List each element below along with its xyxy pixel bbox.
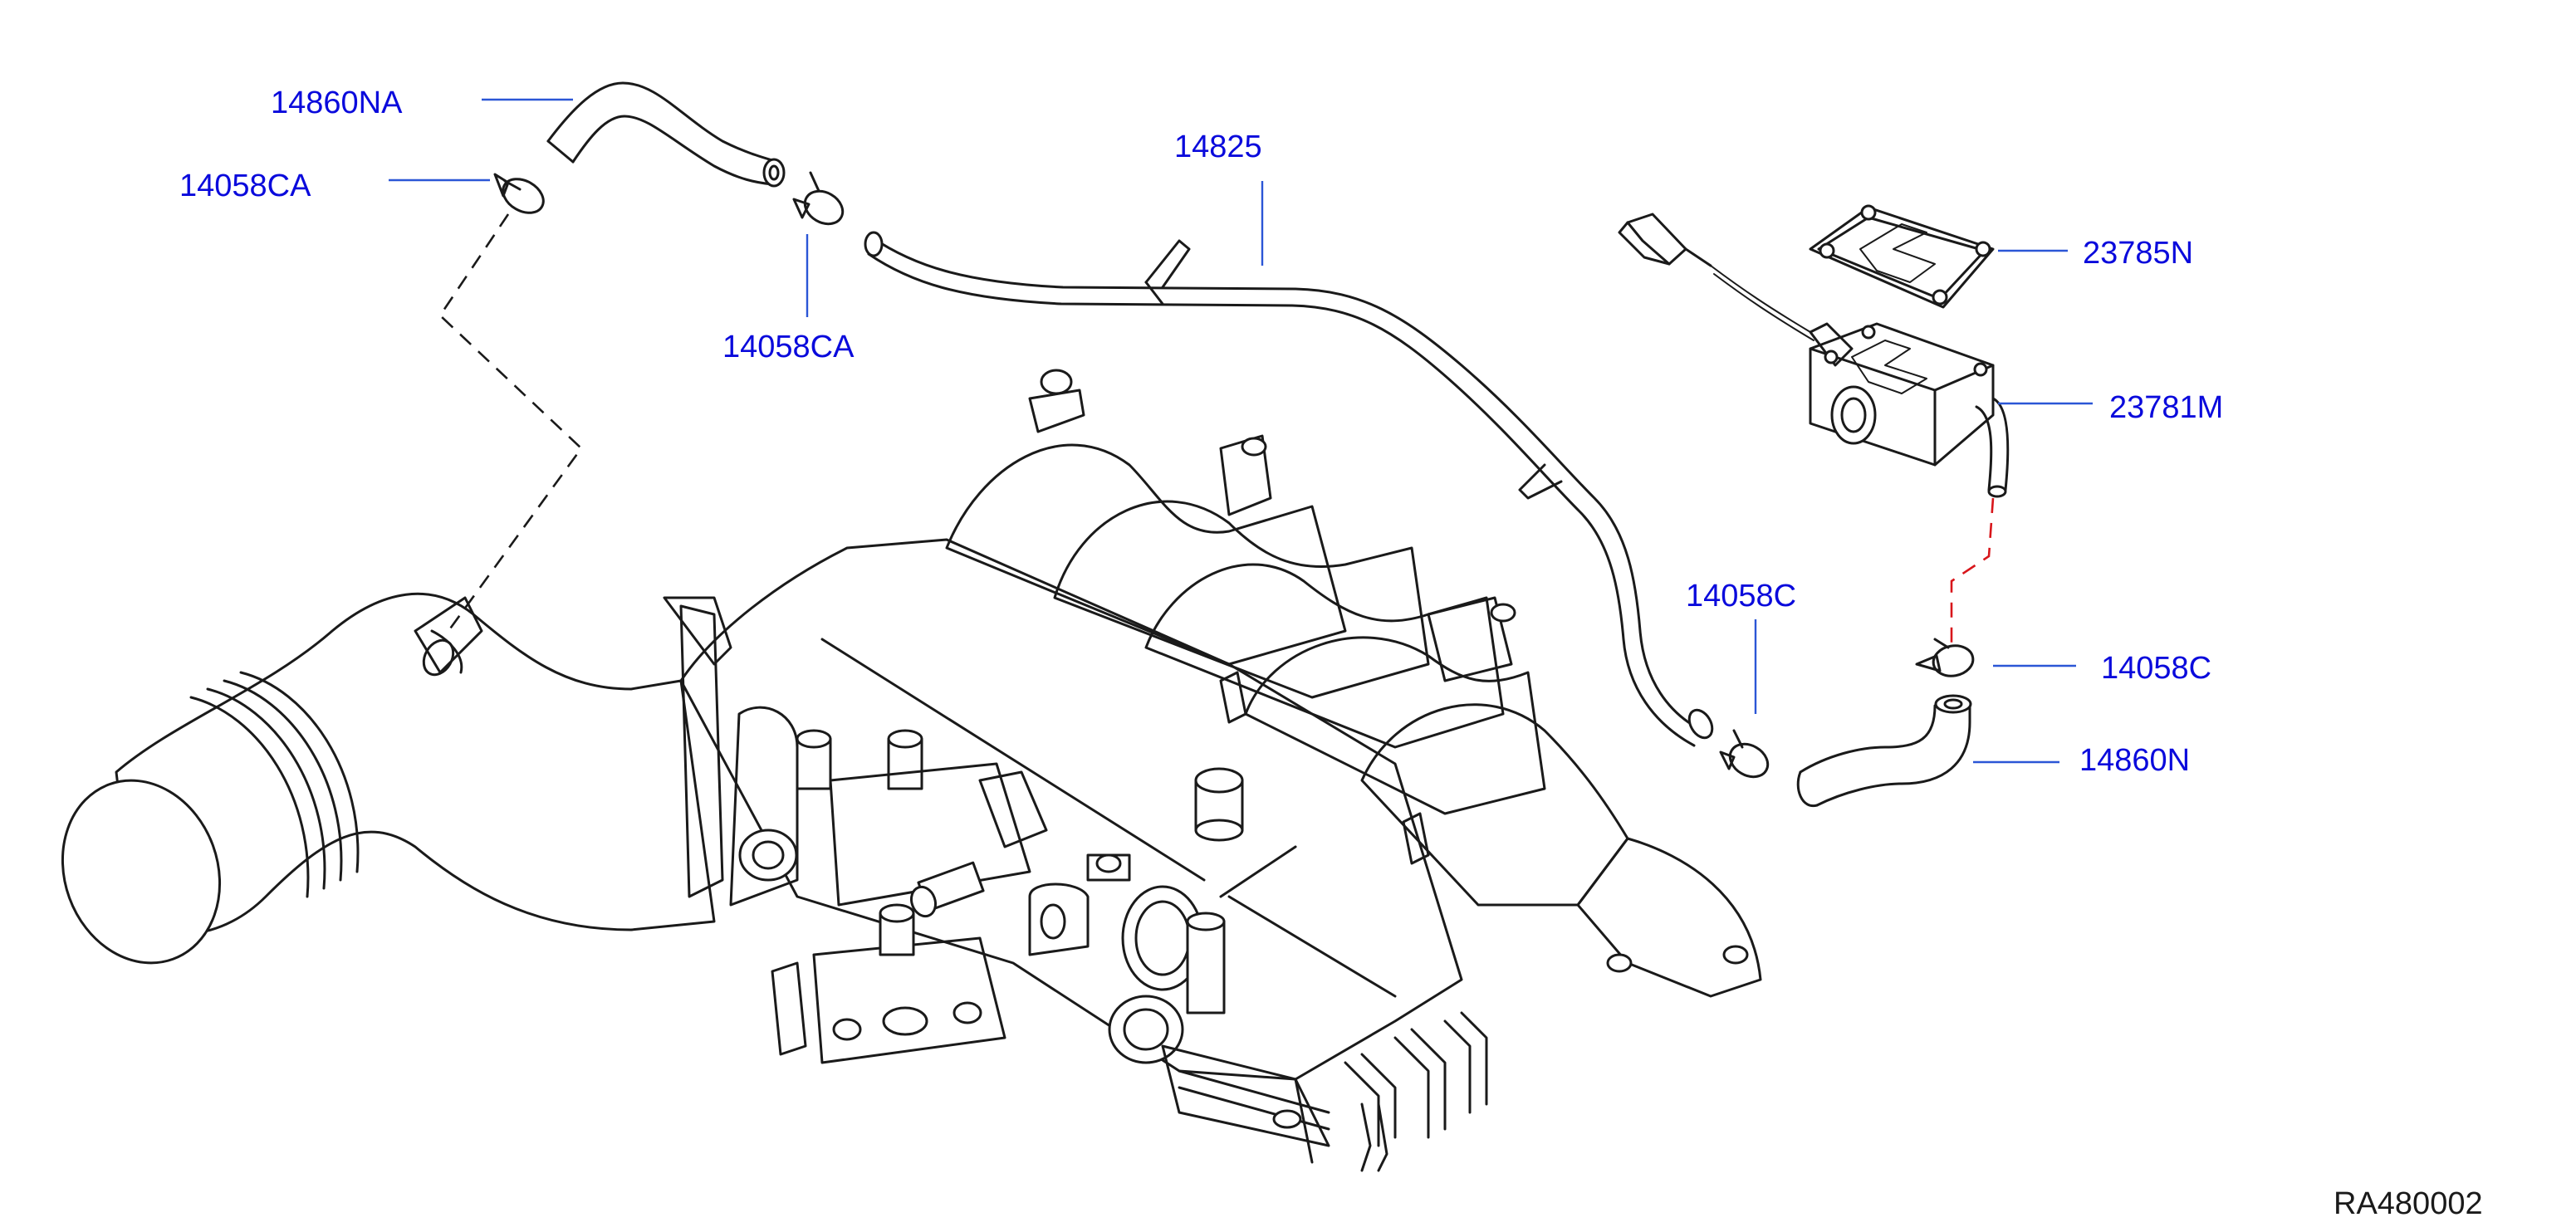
dashed-connector-right bbox=[1950, 497, 1995, 648]
label-14058C-right: 14058C bbox=[2101, 651, 2211, 686]
clamp-mid bbox=[1719, 729, 1770, 779]
hose-14860NA bbox=[546, 81, 786, 188]
part-labels: 14860NA 14058CA 14058CA 14825 23785N 237… bbox=[179, 86, 2223, 778]
diagram-reference-code: RA480002 bbox=[2334, 1186, 2483, 1221]
air-intake-duct bbox=[61, 592, 716, 965]
label-23785N: 23785N bbox=[2083, 236, 2193, 271]
label-14860N: 14860N bbox=[2079, 743, 2190, 778]
leader-lines bbox=[389, 98, 2093, 764]
blow-by-tube bbox=[864, 231, 1714, 747]
label-14860NA: 14860NA bbox=[271, 86, 403, 120]
clamp-upper-left bbox=[493, 173, 545, 214]
gasket-23785N bbox=[1809, 204, 1995, 309]
clamp-upper-mid bbox=[792, 171, 845, 226]
label-14825: 14825 bbox=[1174, 130, 1262, 164]
label-14058CA-mid: 14058CA bbox=[722, 330, 855, 364]
valve-assembly-23781M bbox=[1618, 213, 2010, 498]
label-14058CA-left: 14058CA bbox=[179, 169, 311, 203]
label-23781M: 23781M bbox=[2109, 390, 2223, 425]
intake-manifold bbox=[663, 369, 1762, 1172]
clamp-right bbox=[1915, 638, 1975, 677]
dashed-connector-left bbox=[438, 213, 583, 632]
label-14058C-mid: 14058C bbox=[1686, 579, 1796, 614]
hose-14860N bbox=[1796, 694, 1972, 808]
